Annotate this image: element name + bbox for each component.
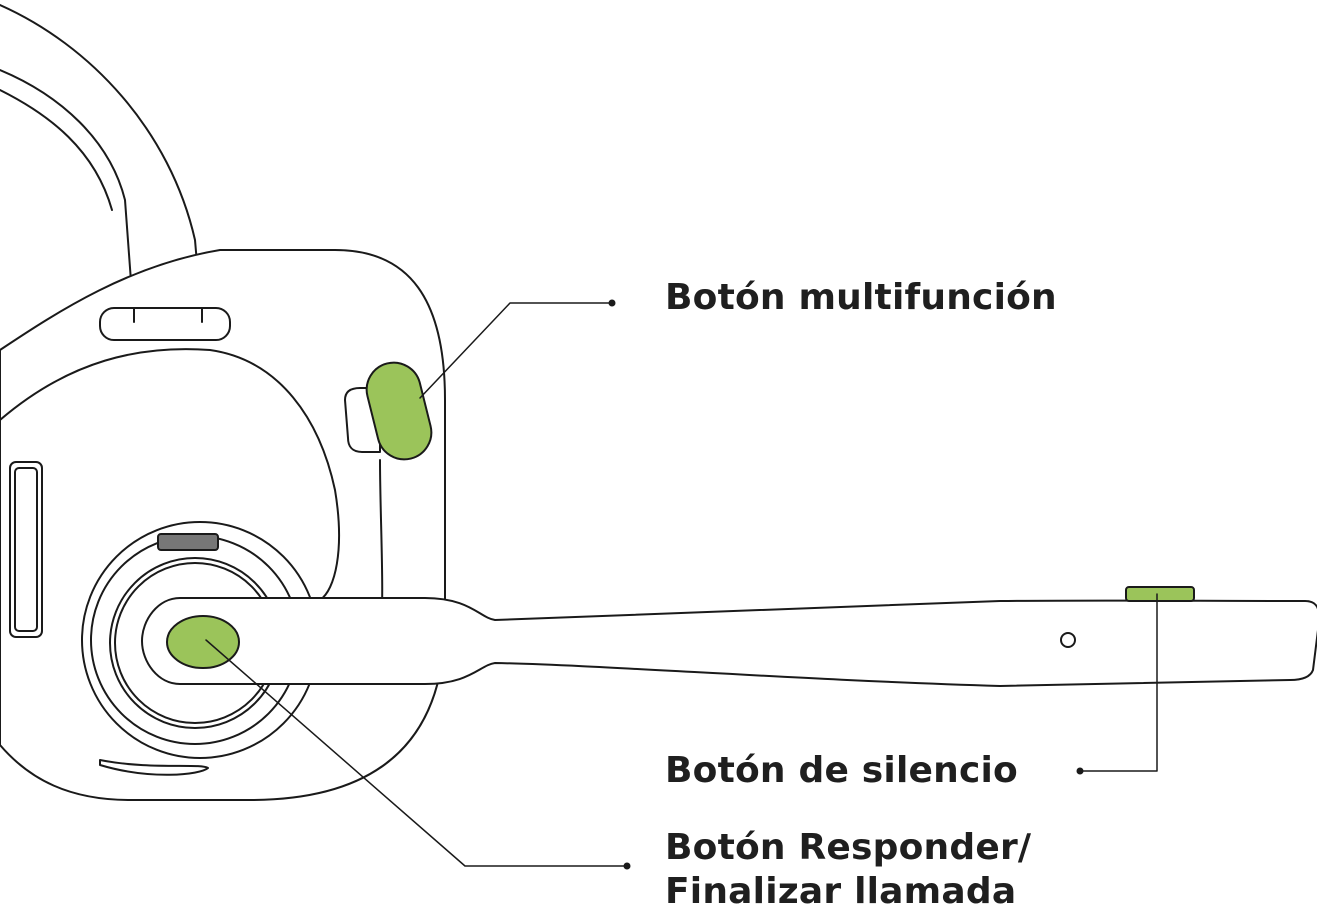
leader-multifunction xyxy=(419,302,611,399)
label-answer-end-button: Botón Responder/ Finalizar llamada xyxy=(665,826,1031,914)
label-multifunction-button: Botón multifunción xyxy=(665,277,1057,318)
leader-lines xyxy=(205,299,1158,870)
leader-answer xyxy=(205,639,626,867)
multifunction-button-graphic xyxy=(344,357,437,465)
label-mute-button: Botón de silencio xyxy=(665,750,1018,791)
headband-mount xyxy=(99,307,231,341)
multifunction-button[interactable] xyxy=(361,357,437,465)
label-answer-end-line2: Finalizar llamada xyxy=(665,871,1017,912)
headband xyxy=(0,4,203,323)
answer-end-button[interactable] xyxy=(166,615,240,669)
leader-mute xyxy=(1079,593,1158,772)
mic-hole-icon xyxy=(1060,632,1076,648)
boom-arm xyxy=(141,586,1317,687)
mute-indicator xyxy=(157,533,219,551)
mute-button[interactable] xyxy=(1125,586,1195,602)
label-answer-end-line1: Botón Responder/ xyxy=(665,827,1032,868)
side-slot xyxy=(9,461,43,638)
bottom-vent xyxy=(99,759,209,776)
